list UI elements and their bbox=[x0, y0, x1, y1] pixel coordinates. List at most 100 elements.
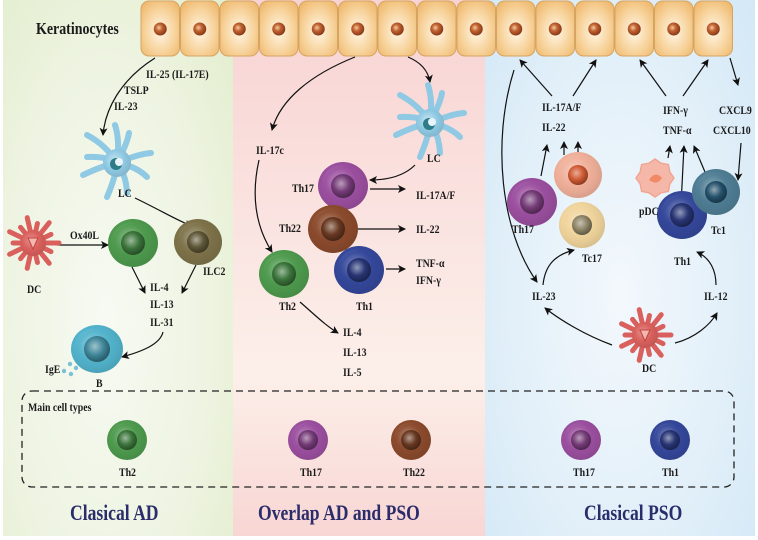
keratinocyte bbox=[456, 0, 496, 57]
ige-particle bbox=[67, 361, 73, 367]
tc1-cell bbox=[692, 169, 740, 215]
cells-layer bbox=[7, 82, 740, 460]
keratinocyte bbox=[140, 0, 180, 57]
arrow-il12-to-th1 bbox=[696, 251, 717, 286]
tc1-cell-nucleus bbox=[705, 181, 727, 203]
label-il17c: IL-17c bbox=[256, 143, 284, 157]
keratinocyte bbox=[693, 0, 733, 57]
b-cell bbox=[71, 325, 123, 373]
main-th17-cell-overlap-nucleus bbox=[298, 430, 318, 450]
arrow-ker-to-lc-overlap bbox=[407, 56, 433, 83]
keratinocyte bbox=[338, 0, 378, 57]
keratinocyte-nucleus bbox=[509, 22, 523, 36]
b-cell-nucleus bbox=[84, 336, 110, 362]
label-ifn-overlap: IFN-γ bbox=[416, 273, 441, 287]
title-classical-pso: Clasical PSO bbox=[584, 500, 683, 525]
ige-particle bbox=[61, 368, 67, 374]
arrow-th17-to-il17 bbox=[540, 144, 550, 177]
ige-particle bbox=[73, 365, 79, 371]
label-il4-overlap: IL-4 bbox=[343, 325, 362, 339]
dc-cell-pso bbox=[619, 307, 674, 363]
main-cell-types-label: Main cell types bbox=[28, 400, 92, 414]
th17-cell-overlap-nucleus bbox=[331, 174, 355, 198]
keratinocyte-nucleus bbox=[351, 22, 365, 36]
keratinocyte bbox=[654, 0, 694, 57]
label-dc-ad: DC bbox=[27, 282, 42, 296]
tc17-cell-nucleus bbox=[572, 215, 592, 235]
arrow-lc-to-th17 bbox=[369, 164, 416, 184]
th17-cell-pso-nucleus bbox=[520, 190, 544, 214]
label-tslp: TSLP bbox=[124, 83, 149, 97]
keratinocyte-nucleus bbox=[272, 22, 286, 36]
keratinocyte-nucleus bbox=[469, 22, 483, 36]
keratinocyte-nucleus bbox=[548, 22, 562, 36]
label-il17af-pso: IL-17A/F bbox=[542, 100, 582, 114]
title-classical-ad: Clasical AD bbox=[70, 500, 159, 525]
label-tc1: Tc1 bbox=[711, 223, 726, 237]
label-ox40l: Ox40L bbox=[70, 228, 99, 242]
keratinocyte-nucleus bbox=[627, 22, 641, 36]
label-cxcl9: CXCL9 bbox=[719, 103, 752, 117]
keratinocyte bbox=[575, 0, 615, 57]
pdc-cell bbox=[635, 158, 675, 198]
label-dc-pso: DC bbox=[642, 361, 657, 375]
label-ifn-pso: IFN-γ bbox=[663, 103, 688, 117]
main-label-th22: Th22 bbox=[403, 465, 425, 479]
label-il13-overlap: IL-13 bbox=[343, 345, 367, 359]
ilc2-cell-nucleus bbox=[187, 231, 209, 253]
keratinocyte-nucleus bbox=[588, 22, 602, 36]
label-il4-ad: IL-4 bbox=[150, 280, 169, 294]
th2-cell-ad bbox=[108, 219, 158, 267]
keratinocyte-nucleus bbox=[311, 22, 325, 36]
arrow-ilc2-to-cytokines bbox=[181, 264, 197, 294]
th2-cell-ad-nucleus bbox=[121, 231, 145, 255]
lc-cell-ad bbox=[80, 122, 154, 200]
arrows-layer bbox=[57, 56, 743, 359]
keratinocyte-layer bbox=[140, 0, 733, 57]
keratinocyte bbox=[496, 0, 536, 57]
main-cell-types-box bbox=[21, 390, 735, 488]
tc17-cell bbox=[559, 202, 605, 248]
th1-cell-pso bbox=[657, 191, 707, 239]
main-label-th17-pso: Th17 bbox=[573, 465, 595, 479]
label-il25: IL-25 (IL-17E) bbox=[146, 67, 209, 81]
label-il23-pso: IL-23 bbox=[532, 289, 556, 303]
keratinocyte bbox=[535, 0, 575, 57]
label-il31: IL-31 bbox=[150, 315, 174, 329]
th1-cell-overlap bbox=[334, 246, 384, 294]
keratinocyte-nucleus bbox=[232, 22, 246, 36]
arrow-ker-to-il17c bbox=[269, 56, 356, 131]
keratinocyte bbox=[219, 0, 259, 57]
arrow-dc-to-il12 bbox=[674, 312, 718, 344]
th22-cell-overlap bbox=[308, 205, 358, 253]
arrow-ker-to-il23 bbox=[501, 69, 538, 283]
main-th1-cell-nucleus bbox=[660, 430, 680, 450]
keratinocyte bbox=[298, 0, 338, 57]
label-lc-overlap: LC bbox=[427, 151, 441, 165]
th17-cell-overlap bbox=[318, 162, 368, 210]
keratinocyte-nucleus bbox=[706, 22, 720, 36]
arrow-th2-to-il4 bbox=[299, 301, 339, 334]
th2-cell-overlap-nucleus bbox=[272, 262, 296, 286]
arrow-th2-to-cytokines bbox=[131, 266, 146, 294]
arrow-il17-to-ker-left bbox=[519, 59, 553, 97]
label-il23-ad: IL-23 bbox=[114, 99, 138, 113]
label-cxcl10: CXCL10 bbox=[713, 123, 751, 137]
th17-cell-pso bbox=[507, 178, 557, 226]
main-th17-cell-pso-nucleus bbox=[571, 430, 591, 450]
keratinocyte bbox=[180, 0, 220, 57]
main-th22-cell-nucleus bbox=[401, 430, 421, 450]
arrow-pdc-to-ifn bbox=[664, 145, 673, 159]
label-th17-overlap: Th17 bbox=[292, 181, 314, 195]
label-lc-ad: LC bbox=[118, 186, 132, 200]
keratinocytes-label: Keratinocytes bbox=[36, 19, 119, 38]
th1-cell-pso-nucleus bbox=[670, 203, 694, 227]
label-ilc2: ILC2 bbox=[203, 264, 226, 278]
main-label-th1: Th1 bbox=[662, 465, 679, 479]
lc-cell-overlap bbox=[393, 82, 467, 160]
arrow-cytokines-to-b bbox=[121, 331, 164, 359]
title-overlap: Overlap AD and PSO bbox=[258, 500, 420, 525]
label-th2-overlap: Th2 bbox=[279, 299, 296, 313]
panel-classical-pso bbox=[485, 0, 755, 536]
